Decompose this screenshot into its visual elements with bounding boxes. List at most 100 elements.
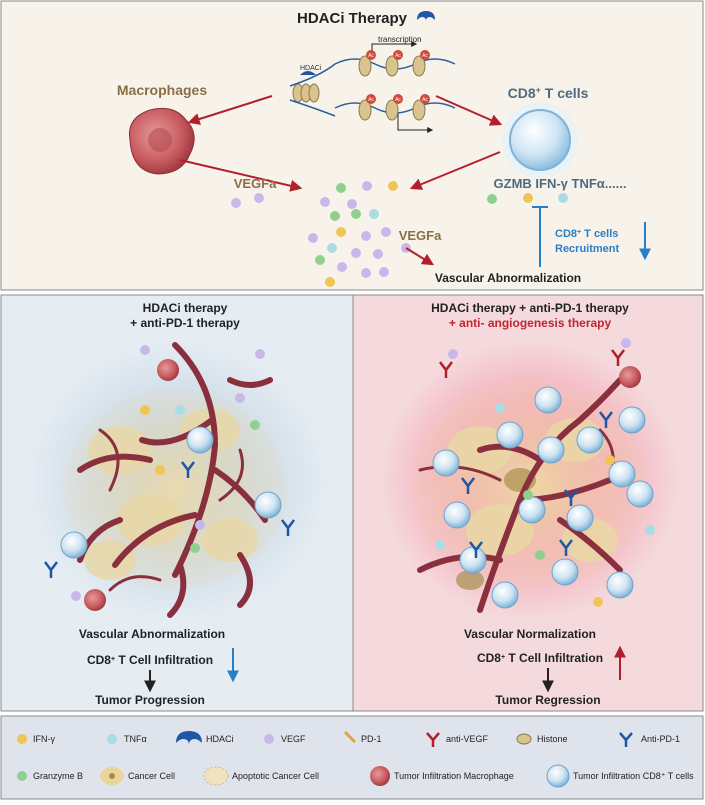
macrophages-label: Macrophages (117, 82, 207, 98)
vegfa-right-label: VEGFa (399, 228, 442, 243)
legend-apoptotic-icon (203, 766, 229, 786)
vegfa-left-label: VEGFa (234, 176, 277, 191)
vegf-dot (320, 197, 330, 207)
granzyme-dot (487, 194, 497, 204)
apoptotic-cancer-cell (116, 494, 184, 546)
granzyme-dot (315, 255, 325, 265)
anti-pd1-icon (559, 539, 573, 556)
tumor-macrophage (619, 366, 641, 388)
ifn-dot (605, 455, 615, 465)
left-result: Tumor Progression (95, 693, 205, 707)
legend-pd1-label: PD-1 (361, 734, 382, 744)
vegf-dot (195, 520, 205, 530)
legend-tcell-icon (546, 764, 570, 788)
apoptotic-cancer-cell (88, 426, 152, 474)
acetyl-mark (420, 50, 430, 60)
legend-ifn-label: IFN-γ (33, 734, 55, 744)
ifn-dot (336, 227, 346, 237)
acetyl-label: Ac (368, 97, 374, 103)
cd8-tcells-label: CD8+ T cells (508, 85, 589, 101)
left-tumor-illustration (28, 342, 328, 622)
ifn-dot (523, 193, 533, 203)
histone-icon (358, 55, 372, 77)
left-title-line1: HDACi therapy (143, 301, 228, 315)
left-outcome: Vascular Abnormalization (79, 627, 225, 641)
tumor-macrophage (84, 589, 106, 611)
tnf-dot (435, 540, 445, 550)
legend-cancer-label: Cancer Cell (128, 771, 175, 781)
hdaci-icon (417, 11, 435, 21)
tumor-tcell (608, 460, 636, 488)
vegf-dot (361, 268, 371, 278)
acetyl-label: Ac (395, 97, 401, 103)
tumor-macrophage (157, 359, 179, 381)
legend-macrophage-icon (370, 766, 390, 786)
vegf-dot (337, 262, 347, 272)
granzyme-dot (523, 490, 533, 500)
acetyl-mark (366, 94, 376, 104)
granzyme-dot (351, 209, 361, 219)
tumor-tcell (60, 531, 88, 559)
vegf-dot (381, 227, 391, 237)
histone-icon (308, 83, 320, 103)
legend-antipd1-label: Anti-PD-1 (641, 734, 680, 744)
vegf-dot (235, 393, 245, 403)
apoptotic-cancer-cell (84, 540, 136, 580)
ifn-dot (325, 277, 335, 287)
tumor-tcell (496, 421, 524, 449)
cytokines-label: GZMB IFN-γ TNFα...... (494, 176, 627, 191)
top-panel (0, 0, 704, 291)
tnf-dot (495, 403, 505, 413)
arrow-to-vascular (405, 247, 435, 266)
histone-icon (412, 55, 426, 77)
transcription-label: transcription (378, 35, 422, 44)
right-title-line2: + anti- angiogenesis therapy (449, 316, 612, 330)
anti-pd1-icon (564, 489, 578, 506)
vegf-dot (254, 193, 264, 203)
tumor-tcell (459, 546, 487, 574)
tumor-tcell (518, 496, 546, 524)
vegf-dot (255, 349, 265, 359)
apoptotic-cancer-cell (466, 504, 534, 556)
vegf-dot (361, 231, 371, 241)
ifn-dot (593, 597, 603, 607)
legend-apoptotic-label: Apoptotic Cancer Cell (232, 771, 319, 781)
right-result: Tumor Regression (495, 693, 600, 707)
legend-antivegf-label: anti-VEGF (446, 734, 489, 744)
granzyme-dot (190, 543, 200, 553)
right-tumor-illustration (380, 338, 680, 620)
tortuous-vessels (77, 342, 273, 618)
tumor-tcell (534, 386, 562, 414)
legend-hdaci-icon (176, 731, 202, 745)
arrow-to-macrophage (187, 95, 273, 125)
vegf-dot (448, 349, 458, 359)
ifn-dot (140, 405, 150, 415)
acetyl-mark (420, 94, 430, 104)
cd8-tcell (509, 109, 571, 171)
vegf-dot (379, 267, 389, 277)
granzyme-dot (535, 550, 545, 560)
tnf-dot (645, 525, 655, 535)
tumor-tcell (186, 426, 214, 454)
tumor-tcell (551, 558, 579, 586)
vascular-abnormalization-label: Vascular Abnormalization (435, 271, 581, 285)
dna-strand (289, 63, 336, 117)
arrow-tcell-secretion (409, 151, 501, 190)
legend-tnf-icon (107, 734, 117, 744)
vegf-dot (351, 248, 361, 258)
tumor-tcell (432, 449, 460, 477)
recruitment-line2: Recruitment (555, 243, 620, 255)
acetyl-label: Ac (395, 53, 401, 59)
tnf-dot (327, 243, 337, 253)
legend-hdaci-label: HDACi (206, 734, 234, 744)
anti-vegf-icon (439, 361, 453, 378)
acetyl-mark (366, 50, 376, 60)
inhibition-bar (532, 206, 548, 267)
arrow-macrophage-secretion (179, 159, 303, 192)
tnf-dot (175, 405, 185, 415)
vegf-dot (347, 199, 357, 209)
acetyl-mark (393, 50, 403, 60)
transcription-arrow-lower (397, 112, 434, 133)
